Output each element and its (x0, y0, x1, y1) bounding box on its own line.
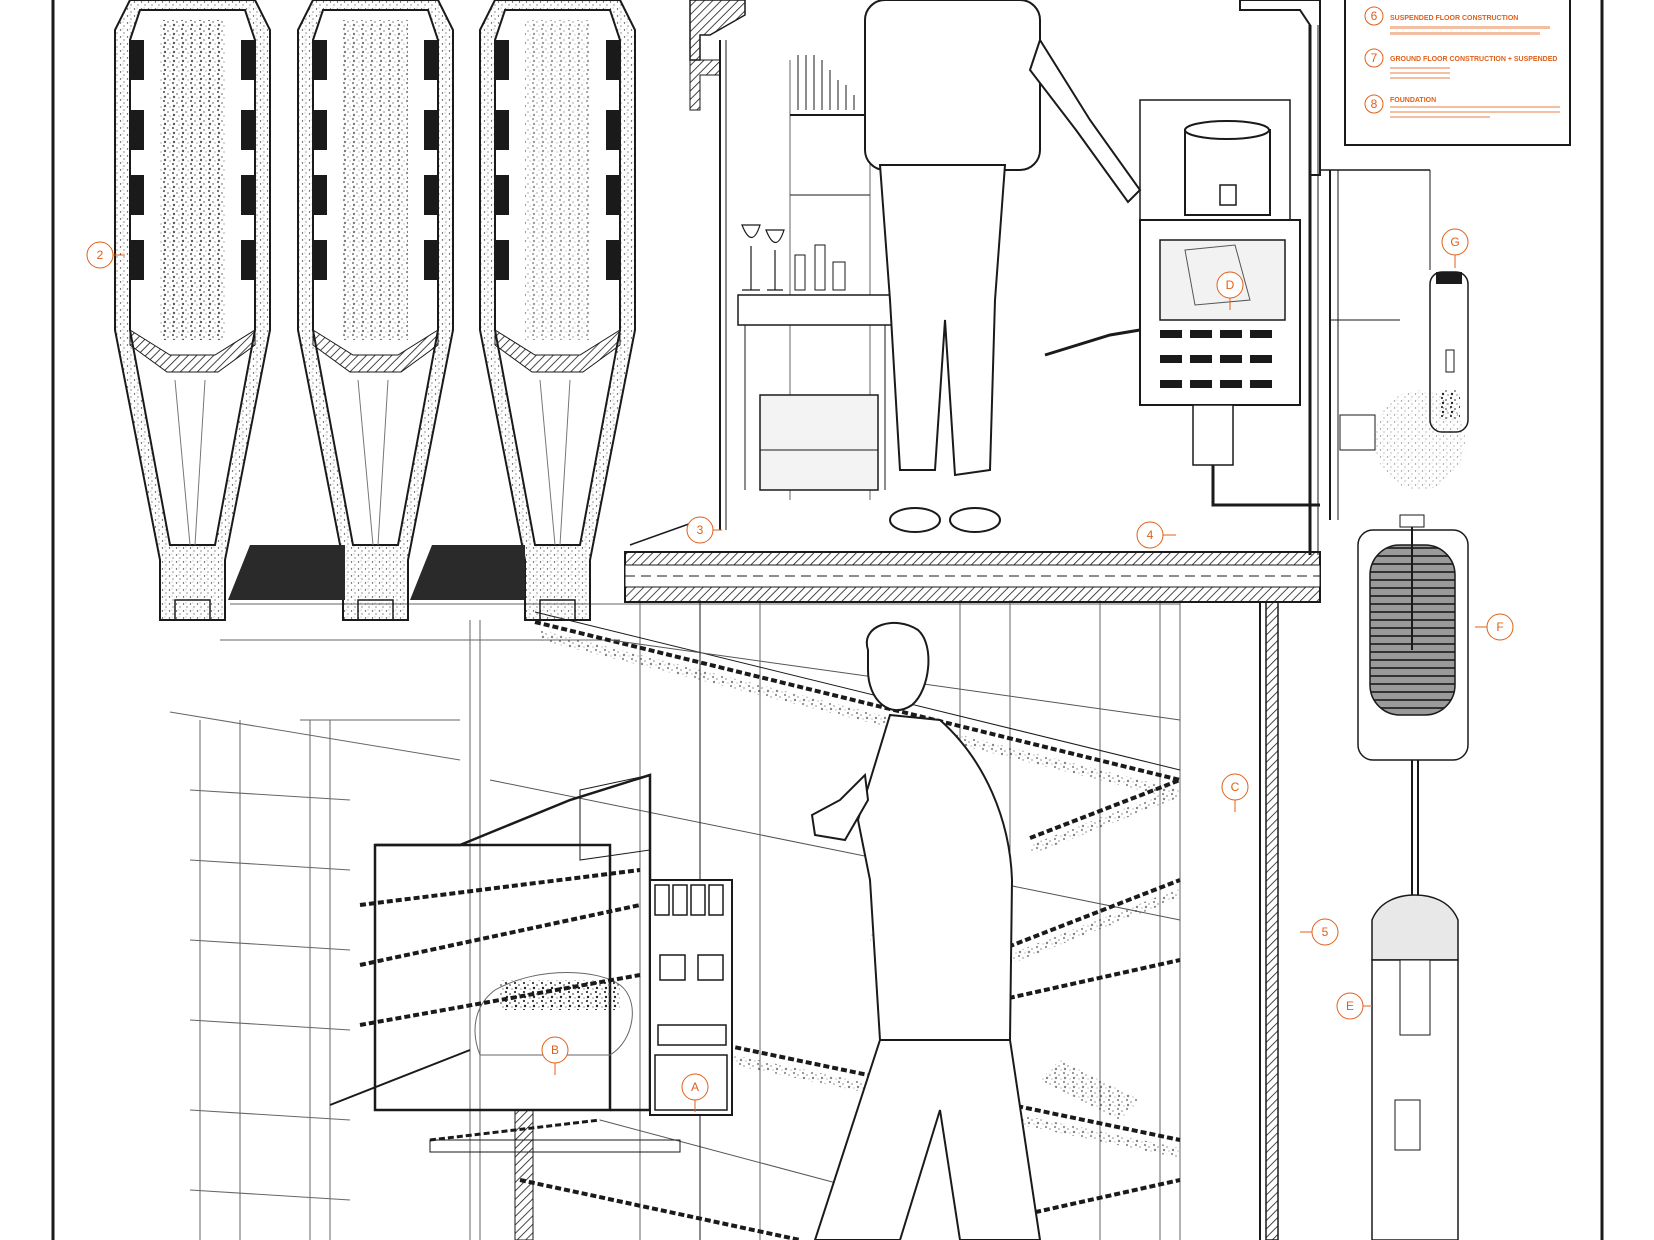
kitchen-pod (624, 0, 1321, 1240)
page-frame (51, 0, 1604, 1240)
tag-f: F (1475, 613, 1514, 641)
tag-4: 4 (1136, 521, 1176, 549)
svg-text:5: 5 (1322, 925, 1329, 939)
svg-text:C: C (1231, 780, 1240, 794)
legend-item: 7 GROUND FLOOR CONSTRUCTION + SUSPENDED (1364, 48, 1557, 79)
legend-item: 6 SUSPENDED FLOOR CONSTRUCTION (1364, 6, 1550, 35)
vending-module (329, 773, 733, 1240)
silo-3 (479, 0, 636, 621)
svg-text:4: 4 (1147, 528, 1154, 542)
svg-text:G: G (1450, 235, 1459, 249)
annotation-tags: 2 3 4 5 A B C (86, 228, 1514, 1112)
growing-racks (429, 611, 1181, 1240)
silo-1 (114, 0, 271, 621)
svg-text:3: 3 (697, 523, 704, 537)
tag-c: C (1221, 773, 1249, 812)
svg-text:FOUNDATION: FOUNDATION (1390, 97, 1436, 104)
svg-text:7: 7 (1371, 51, 1378, 65)
water-tank-icon (1357, 514, 1469, 761)
svg-text:D: D (1226, 278, 1235, 292)
cooking-pot-icon (1184, 120, 1271, 216)
standing-person-icon (864, 0, 1142, 533)
water-system (1320, 169, 1469, 1240)
tag-a: A (681, 1073, 709, 1112)
tag-2: 2 (86, 241, 125, 269)
svg-text:8: 8 (1371, 97, 1378, 111)
svg-text:2: 2 (97, 248, 104, 262)
svg-text:E: E (1346, 999, 1354, 1013)
tag-3: 3 (686, 516, 722, 544)
svg-text:F: F (1496, 620, 1503, 634)
walking-person-icon (810, 621, 1042, 1240)
legend-panel: 6 SUSPENDED FLOOR CONSTRUCTION 7 GROUND … (1344, 0, 1571, 146)
svg-text:GROUND FLOOR CONSTRUCTION + SU: GROUND FLOOR CONSTRUCTION + SUSPENDED (1390, 56, 1557, 63)
tag-b: B (541, 1036, 569, 1075)
water-filter-icon (1429, 271, 1469, 433)
tag-5: 5 (1300, 918, 1339, 946)
silo-2 (297, 0, 454, 621)
tag-g: G (1441, 228, 1469, 268)
tag-e: E (1336, 992, 1372, 1020)
svg-text:A: A (691, 1080, 699, 1094)
silo-hoppers (228, 545, 525, 600)
mycelium-growth (540, 630, 1180, 1158)
svg-text:6: 6 (1371, 9, 1378, 23)
svg-text:SUSPENDED FLOOR CONSTRUCTION: SUSPENDED FLOOR CONSTRUCTION (1390, 15, 1518, 22)
oven (1044, 99, 1320, 507)
fermentation-silos (114, 0, 636, 621)
tag-d: D (1216, 271, 1244, 310)
svg-text:B: B (551, 1043, 559, 1057)
legend-item: 8 FOUNDATION (1364, 94, 1560, 118)
